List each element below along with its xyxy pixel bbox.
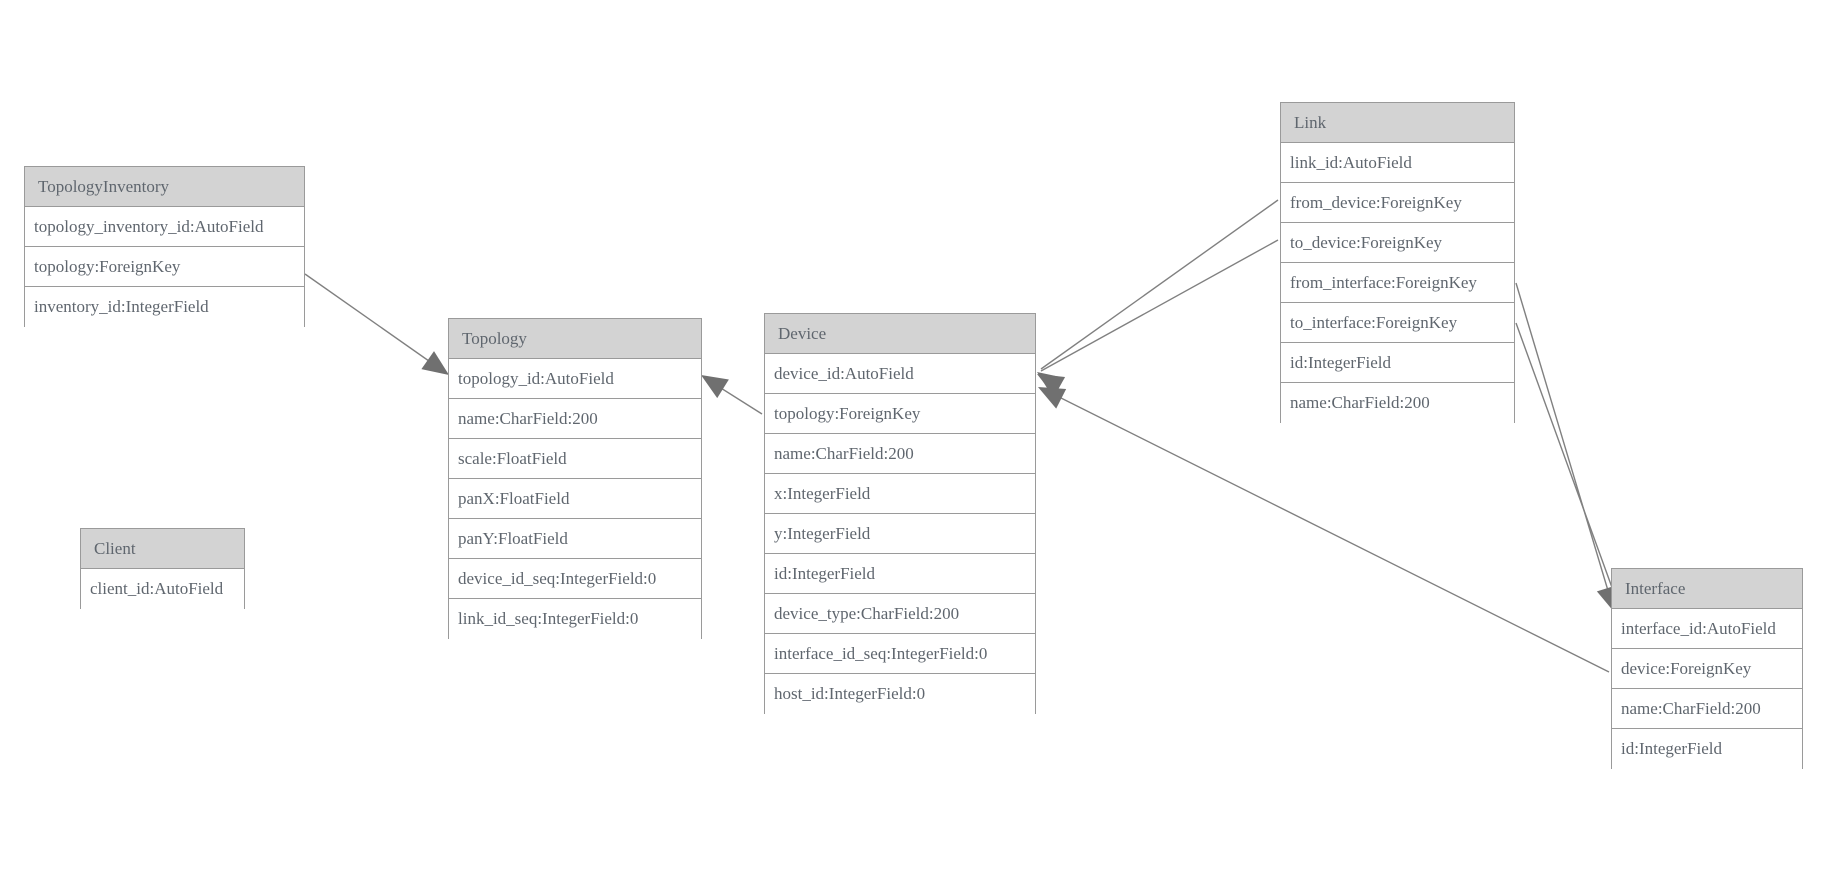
entity-field-row: topology_inventory_id:AutoField bbox=[25, 207, 304, 247]
entity-field-row: from_interface:ForeignKey bbox=[1281, 263, 1514, 303]
entity-field-row: client_id:AutoField bbox=[81, 569, 244, 609]
relationship-line bbox=[704, 377, 763, 415]
entity-field-row: id:IntegerField bbox=[1612, 729, 1802, 769]
entity-field-row: y:IntegerField bbox=[765, 514, 1035, 554]
entity-title-device: Device bbox=[765, 314, 1035, 354]
entity-title-link: Link bbox=[1281, 103, 1514, 143]
entity-field-row: device_id_seq:IntegerField:0 bbox=[449, 559, 701, 599]
entity-field-row: from_device:ForeignKey bbox=[1281, 183, 1514, 223]
entity-field-row: topology:ForeignKey bbox=[25, 247, 304, 287]
entity-field-row: topology_id:AutoField bbox=[449, 359, 701, 399]
entity-field-row: name:CharField:200 bbox=[449, 399, 701, 439]
entity-field-row: name:CharField:200 bbox=[1612, 689, 1802, 729]
entity-field-row: panY:FloatField bbox=[449, 519, 701, 559]
entity-field-row: topology:ForeignKey bbox=[765, 394, 1035, 434]
entity-field-row: inventory_id:IntegerField bbox=[25, 287, 304, 327]
entity-field-row: to_interface:ForeignKey bbox=[1281, 303, 1514, 343]
relationship-link-from-device-to-device bbox=[1037, 199, 1279, 396]
relationship-arrowhead bbox=[1038, 387, 1067, 409]
entity-field-row: id:IntegerField bbox=[1281, 343, 1514, 383]
relationship-line bbox=[304, 273, 447, 374]
relationship-line bbox=[1040, 199, 1279, 370]
entity-field-row: to_device:ForeignKey bbox=[1281, 223, 1514, 263]
entity-title-topology: Topology bbox=[449, 319, 701, 359]
entity-field-row: link_id_seq:IntegerField:0 bbox=[449, 599, 701, 639]
entity-field-row: device_type:CharField:200 bbox=[765, 594, 1035, 634]
entity-field-row: panX:FloatField bbox=[449, 479, 701, 519]
entity-field-row: id:IntegerField bbox=[765, 554, 1035, 594]
entity-field-row: name:CharField:200 bbox=[1281, 383, 1514, 423]
entity-field-row: device:ForeignKey bbox=[1612, 649, 1802, 689]
entity-field-row: link_id:AutoField bbox=[1281, 143, 1514, 183]
relationship-line bbox=[1515, 322, 1619, 605]
relationship-link-from-interface-to-interface bbox=[1515, 282, 1618, 613]
relationship-topologyinventory-to-topology bbox=[304, 273, 449, 375]
relationship-link-to-device-to-device bbox=[1037, 239, 1279, 397]
entity-field-row: device_id:AutoField bbox=[765, 354, 1035, 394]
entity-field-row: x:IntegerField bbox=[765, 474, 1035, 514]
relationship-arrowhead bbox=[1037, 374, 1066, 397]
relationship-line bbox=[1515, 282, 1613, 605]
entity-field-row: host_id:IntegerField:0 bbox=[765, 674, 1035, 714]
relationship-device-to-topology bbox=[701, 375, 763, 415]
entity-title-client: Client bbox=[81, 529, 244, 569]
entity-title-interface: Interface bbox=[1612, 569, 1802, 609]
entity-title-topology_inventory: TopologyInventory bbox=[25, 167, 304, 207]
entity-field-row: interface_id:AutoField bbox=[1612, 609, 1802, 649]
entity-field-row: name:CharField:200 bbox=[765, 434, 1035, 474]
entity-field-row: scale:FloatField bbox=[449, 439, 701, 479]
relationship-line bbox=[1042, 388, 1610, 673]
relationship-line bbox=[1040, 239, 1279, 372]
entity-field-row: interface_id_seq:IntegerField:0 bbox=[765, 634, 1035, 674]
